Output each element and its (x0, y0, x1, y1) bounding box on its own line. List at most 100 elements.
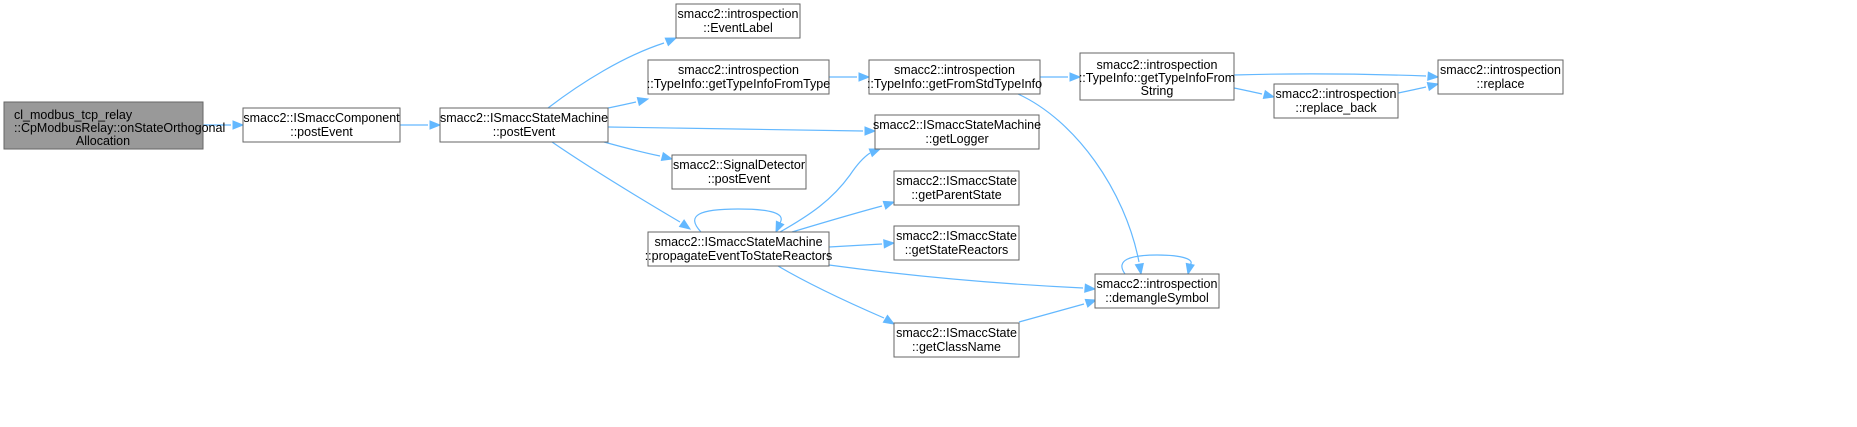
node-label-line: ::propagateEventToStateReactors (645, 249, 833, 263)
node-label-line: smacc2::ISmaccStateMachine (873, 118, 1041, 132)
edge-line (607, 101, 637, 109)
node-label-line: smacc2::ISmaccStateMachine (654, 235, 822, 249)
edge-arrowhead (858, 72, 871, 82)
node-class-name[interactable]: smacc2::ISmaccState ::getClassName (893, 322, 1020, 358)
edge-line (1017, 93, 1140, 263)
edge-arrowhead (1084, 298, 1098, 308)
node-label-line: smacc2::introspection (678, 7, 799, 21)
node-label-line: ::postEvent (290, 125, 353, 139)
edge-arrowhead (429, 120, 442, 130)
edge-from-std-to-from-string (1040, 72, 1082, 82)
edge-root-to-component-post (203, 120, 245, 130)
edge-component-post-to-sm-post (400, 120, 442, 130)
edge-line (779, 152, 871, 233)
edge-propagate-to-demangle (828, 264, 1097, 293)
edge-line (777, 265, 885, 319)
node-label-line: ::getStateReactors (905, 243, 1009, 257)
edge-arrowhead (1427, 71, 1440, 81)
edge-line (1233, 73, 1427, 77)
edge-arrowhead (1069, 72, 1082, 82)
edge-line (547, 42, 665, 109)
node-label-line: ::getParentState (911, 188, 1001, 202)
edge-line (607, 126, 864, 132)
node-label-line: ::TypeInfo::getFromStdTypeInfo (867, 77, 1042, 91)
node-parent-state[interactable]: smacc2::ISmaccState ::getParentState (893, 170, 1020, 206)
node-from-string[interactable]: smacc2::introspection ::TypeInfo::getTyp… (1079, 52, 1235, 101)
node-component-post[interactable]: smacc2::ISmaccComponent ::postEvent (242, 107, 401, 143)
node-label-line: ::TypeInfo::getTypeInfoFromType (647, 77, 830, 91)
node-label-line: ::replace_back (1295, 101, 1377, 115)
node-get-logger[interactable]: smacc2::ISmaccStateMachine ::getLogger (873, 114, 1041, 150)
node-label-line: smacc2::introspection (894, 63, 1015, 77)
edge-arrowhead (864, 126, 877, 136)
node-label-line: smacc2::SignalDetector (673, 158, 805, 172)
node-label-line: Allocation (76, 134, 130, 148)
edge-sm-post-to-event-label (547, 37, 678, 109)
node-from-std[interactable]: smacc2::introspection ::TypeInfo::getFro… (867, 59, 1042, 95)
edge-arrowhead (232, 120, 245, 130)
node-label-line: ::CpModbusRelay::onStateOrthogonal (14, 121, 225, 135)
edge-type-from-type-to-from-std (829, 72, 871, 82)
edge-line (828, 243, 883, 248)
edge-propagate-to-parent-state (791, 200, 896, 233)
edge-arrowhead (1185, 262, 1195, 276)
edge-arrowhead (882, 314, 896, 325)
edges-layer (203, 37, 1440, 325)
node-label-line: ::postEvent (493, 125, 556, 139)
node-label-line: smacc2::introspection (1097, 277, 1218, 291)
edge-demangle-to-demangle (1121, 254, 1195, 276)
edge-arrowhead (636, 96, 650, 107)
edge-sm-post-to-get-logger (607, 126, 877, 136)
edge-line (694, 208, 782, 233)
edge-arrowhead (660, 151, 674, 162)
node-label-line: smacc2::introspection (1440, 63, 1561, 77)
edge-arrowhead (882, 200, 896, 210)
node-label-line: ::getClassName (912, 340, 1001, 354)
node-label-line: smacc2::introspection (1276, 87, 1397, 101)
edge-arrowhead (1134, 262, 1144, 276)
node-sm-post[interactable]: smacc2::ISmaccStateMachine ::postEvent (439, 107, 609, 143)
edge-from-string-to-replace (1233, 71, 1440, 81)
node-state-reactors[interactable]: smacc2::ISmaccState ::getStateReactors (893, 225, 1020, 261)
edge-sm-post-to-type-from-type (607, 96, 650, 109)
node-root[interactable]: cl_modbus_tcp_relay ::CpModbusRelay::onS… (3, 101, 225, 150)
node-event-label[interactable]: smacc2::introspection ::EventLabel (675, 3, 801, 39)
edge-from-string-to-replace-back (1233, 87, 1276, 100)
edge-replace-back-to-replace (1397, 81, 1440, 94)
node-replace-back[interactable]: smacc2::introspection ::replace_back (1273, 83, 1399, 119)
node-label-line: ::getLogger (925, 132, 988, 146)
node-label-line: cl_modbus_tcp_relay (14, 108, 133, 122)
node-label-line: smacc2::ISmaccStateMachine (440, 111, 608, 125)
edge-arrowhead (664, 37, 678, 47)
edge-arrowhead (1426, 81, 1440, 92)
edge-propagate-to-state-reactors (828, 239, 896, 249)
node-signal-post[interactable]: smacc2::SignalDetector ::postEvent (671, 154, 807, 190)
node-label-line: ::EventLabel (703, 21, 773, 35)
edge-sm-post-to-signal-post (603, 141, 674, 162)
node-label-line: String (1141, 84, 1174, 98)
edge-line (791, 205, 883, 233)
edge-arrowhead (868, 148, 882, 158)
edge-line (1233, 87, 1263, 95)
edge-arrowhead (1262, 89, 1276, 100)
edge-line (1121, 254, 1192, 275)
node-label-line: ::replace (1477, 77, 1525, 91)
edge-propagate-to-class-name (777, 265, 896, 325)
node-label-line: ::postEvent (708, 172, 771, 186)
node-label-line: smacc2::introspection (1097, 58, 1218, 72)
node-type-from-type[interactable]: smacc2::introspection ::TypeInfo::getTyp… (647, 59, 830, 95)
edge-line (828, 264, 1084, 289)
node-label-line: smacc2::ISmaccState (896, 326, 1017, 340)
node-replace[interactable]: smacc2::introspection ::replace (1437, 59, 1564, 95)
node-label-line: smacc2::ISmaccState (896, 229, 1017, 243)
edge-class-name-to-demangle (1018, 298, 1098, 323)
node-propagate[interactable]: smacc2::ISmaccStateMachine ::propagateEv… (645, 231, 833, 267)
node-demangle[interactable]: smacc2::introspection ::demangleSymbol (1094, 273, 1220, 309)
edge-arrowhead (775, 220, 785, 234)
edge-line (1018, 303, 1085, 323)
edge-line (603, 141, 661, 157)
edge-from-std-to-demangle (1017, 93, 1144, 276)
node-label-line: smacc2::ISmaccState (896, 174, 1017, 188)
node-label-line: smacc2::introspection (678, 63, 799, 77)
